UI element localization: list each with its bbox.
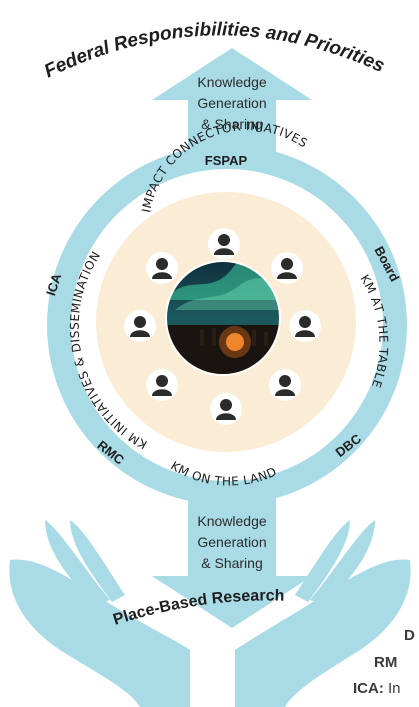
person-icon: [208, 228, 240, 260]
person-icon: [124, 310, 156, 342]
legend-line-2: RM: [374, 654, 397, 671]
right-hand-icon: [235, 520, 411, 707]
person-icon: [269, 369, 301, 401]
top-arrow-line2: Generation: [197, 95, 266, 111]
bottom-arrow: [152, 490, 312, 628]
legend-abbr-1: D: [404, 627, 415, 644]
legend-line-3: ICA: In: [353, 680, 401, 697]
person-icon: [146, 252, 178, 284]
top-arrow: [152, 48, 312, 170]
ring-label-ica: ICA: [43, 271, 64, 298]
legend-line-1: D: [404, 627, 415, 644]
top-arrow-line1: Knowledge: [197, 74, 266, 90]
legend-text-3: In: [383, 680, 401, 697]
bottom-arrow-line2: Generation: [197, 534, 266, 550]
bottom-arrow-line1: Knowledge: [197, 513, 266, 529]
person-icon: [146, 369, 178, 401]
person-icon: [210, 393, 242, 425]
person-icon: [289, 310, 321, 342]
legend-abbr-2: RM: [374, 654, 398, 671]
top-arrow-line3: & Sharing: [201, 116, 262, 132]
ring-label-fspap: FSPAP: [205, 153, 248, 168]
bottom-arrow-line3: & Sharing: [201, 555, 262, 571]
left-hand-icon: [9, 520, 190, 707]
person-icon: [271, 252, 303, 284]
legend-abbr-3: ICA:: [353, 680, 384, 697]
